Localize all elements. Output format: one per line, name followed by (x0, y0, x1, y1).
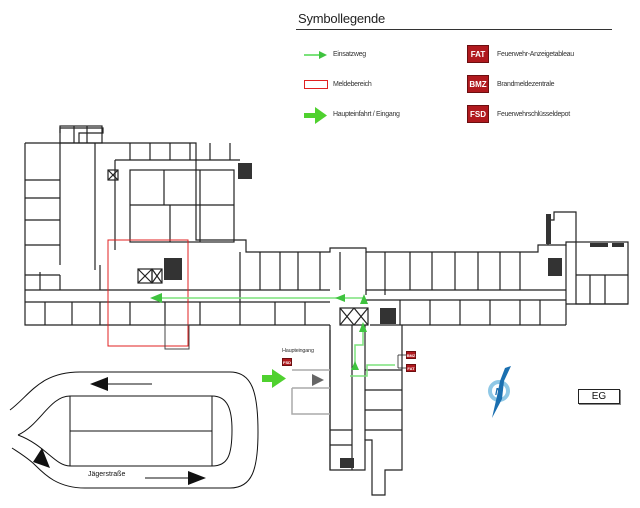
fat-badge: FAT (467, 45, 489, 63)
svg-text:N: N (495, 387, 503, 398)
marker-leaders (397, 354, 406, 369)
legend-label-bmz: Brandmeldezentrale (497, 81, 555, 88)
route-arrowheads (150, 293, 368, 370)
stairwells (164, 163, 624, 468)
haupteinfahrt-arrow-icon (304, 107, 327, 124)
haupteinfahrt-arrow-icon (262, 369, 286, 388)
building-outline (24, 125, 629, 496)
fsd-marker: FSD (282, 358, 292, 366)
fsd-badge: FSD (467, 105, 489, 123)
legend-label-einsatzweg: Einsatzweg (333, 51, 366, 58)
entrance-triangle-icon (312, 374, 324, 386)
einsatzweg-route (160, 297, 395, 377)
legend-label-fat: Feuerwehr-Anzeigetableau (497, 51, 574, 58)
traffic-arrows (33, 377, 206, 485)
street-loop (9, 371, 259, 489)
floor-label: EG (578, 389, 620, 404)
fat-marker: FAT (406, 364, 416, 372)
meldebereich-zone (107, 239, 189, 347)
legend-label-fsd: Feuerwehrschlüsseldepot (497, 111, 570, 118)
entrance-annex (291, 369, 330, 415)
street-name: Jägerstraße (88, 471, 126, 478)
route-arrow-north-icon (359, 322, 367, 332)
route-arrow-west-icon (150, 293, 162, 303)
compass-north-icon: N (488, 366, 511, 418)
legend-title: Symbollegende (298, 11, 386, 26)
legend-label-haupteinfahrt: Haupteinfahrt / Eingang (333, 111, 400, 118)
bmz-badge: BMZ (467, 75, 489, 93)
einsatzweg-arrow-icon (304, 51, 327, 59)
meldebereich-swatch (304, 80, 328, 89)
main-entrance-label: Haupteingang (282, 348, 314, 354)
legend-divider (296, 29, 612, 30)
street-arrow-west-icon (90, 377, 108, 391)
bmz-marker: BMZ (406, 351, 416, 359)
legend-label-meldebereich: Meldebereich (333, 81, 372, 88)
street-arrow-in-icon (33, 448, 50, 468)
street-arrow-east-icon (188, 471, 206, 485)
